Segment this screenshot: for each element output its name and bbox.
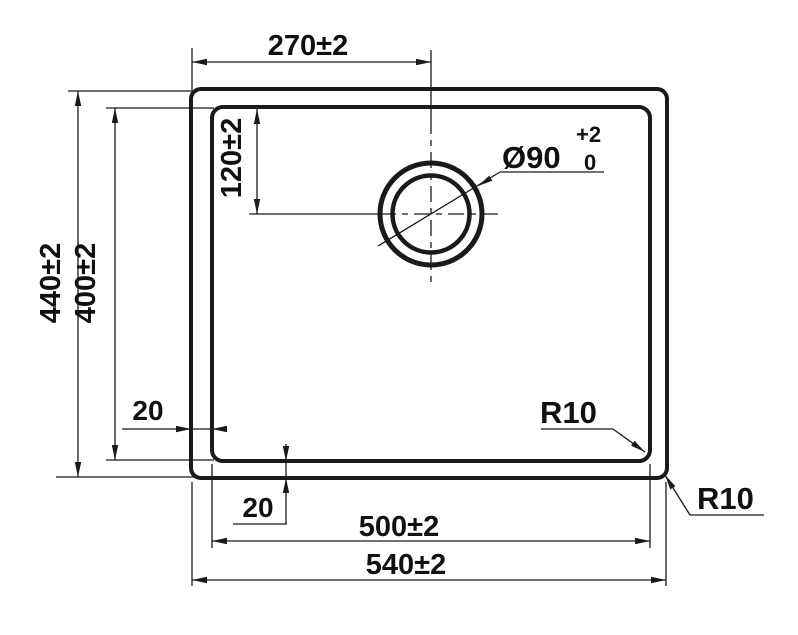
arrowhead-up — [253, 109, 261, 124]
dim-label-500: 500±2 — [359, 511, 439, 543]
arrowhead-up — [111, 108, 119, 123]
outer-rect — [189, 87, 669, 480]
dim-inner-width: 500±2 — [211, 464, 651, 548]
arrowhead — [631, 440, 645, 452]
arrowhead-left — [192, 576, 207, 584]
arrowhead-down — [253, 199, 261, 214]
label-outer-corner-radius: R10 — [664, 474, 764, 516]
arrowhead-down — [74, 462, 82, 477]
arrowhead-left — [212, 425, 227, 433]
arrowhead-up — [74, 91, 82, 106]
arrowhead-up — [282, 478, 290, 493]
arrowhead-right — [651, 576, 666, 584]
arrowhead-down — [111, 445, 119, 460]
hole-diameter-text: Ø90 — [502, 140, 561, 175]
dim-outer-height: 440±2 — [35, 90, 196, 478]
arrowhead-left — [212, 537, 227, 545]
dim-label-20-left: 20 — [132, 395, 163, 426]
arrowhead-right — [635, 537, 650, 545]
dim-label-20-bottom: 20 — [242, 492, 273, 523]
label-hole-diameter: Ø90 +2 0 — [377, 122, 604, 247]
hole-tolerance-lower-text: 0 — [584, 150, 596, 175]
arrowhead-down — [282, 446, 290, 461]
leader-line — [377, 171, 501, 247]
inner-corner-radius-text: R10 — [540, 395, 597, 430]
label-inner-corner-radius: R10 — [540, 395, 646, 453]
dim-label-270: 270±2 — [268, 30, 348, 62]
arrowhead — [665, 475, 676, 490]
dim-top-width: 270±2 — [191, 30, 432, 118]
dim-inner-height: 400±2 — [70, 107, 214, 461]
dim-hole-offset-vertical: 120±2 — [216, 109, 380, 215]
dim-label-400: 400±2 — [70, 243, 102, 323]
arrowhead-right — [176, 425, 191, 433]
hole-tolerance-upper-text: +2 — [576, 122, 601, 147]
arrowhead — [478, 175, 493, 186]
dim-label-120: 120±2 — [216, 118, 248, 198]
drain-hole — [377, 118, 500, 288]
dim-label-540: 540±2 — [366, 549, 446, 581]
dim-label-440: 440±2 — [35, 243, 67, 323]
dim-outer-width: 540±2 — [191, 482, 667, 586]
arrowhead-right — [416, 58, 431, 66]
arrowhead-left — [192, 58, 207, 66]
outer-corner-radius-text: R10 — [697, 481, 754, 516]
dim-left-offset: 20 — [122, 395, 227, 433]
dim-bottom-offset: 20 — [233, 444, 290, 525]
